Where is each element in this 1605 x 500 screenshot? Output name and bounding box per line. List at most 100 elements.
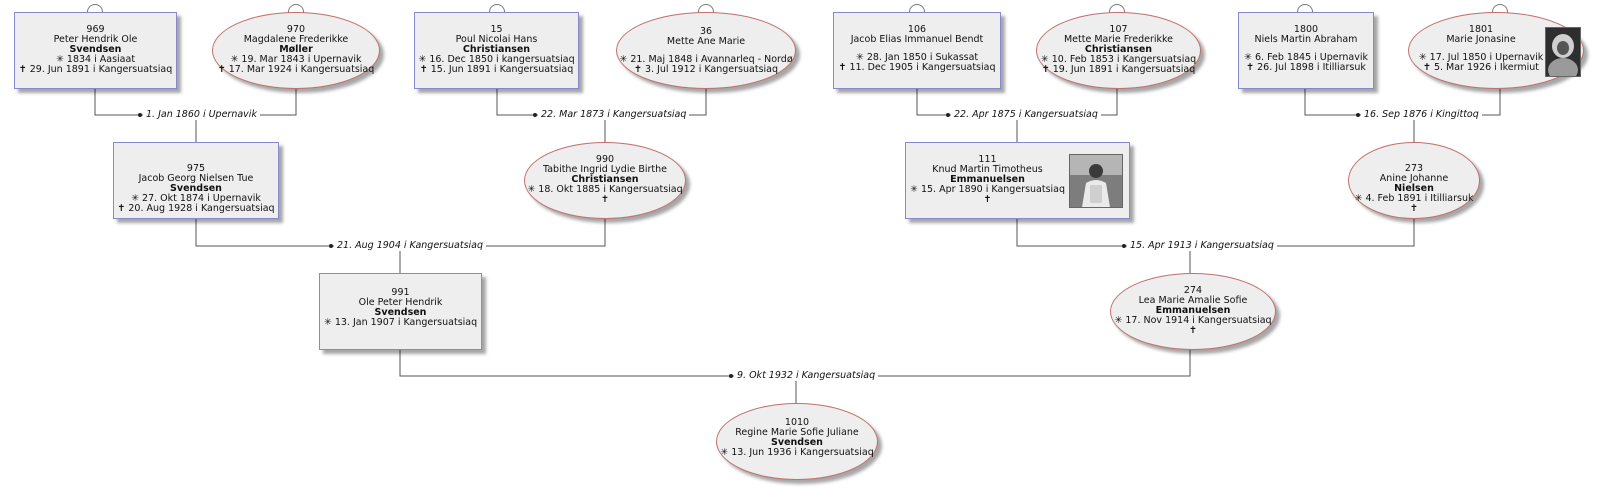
marriage-label-15-36: 22. Mar 1873 i Kangersuatsiaq (538, 109, 690, 120)
person-birth: ✳ 18. Okt 1885 i Kangersuatsiaq (527, 184, 683, 195)
person-surname: Nielsen (1394, 183, 1434, 194)
marriage-label-1800-1801: 16. Sep 1876 i Kingittoq (1361, 109, 1482, 120)
person-id: 106 (907, 24, 927, 35)
person-death: ✝ 3. Jul 1912 i Kangersuatsiaq (633, 64, 779, 75)
person-given-name: Regine Marie Sofie Juliane (735, 427, 859, 438)
marriage-label-111-273: 15. Apr 1913 i Kangersuatsiaq (1127, 240, 1277, 251)
person-id: 991 (391, 287, 410, 298)
person-birth: ✳ 17. Jul 1850 i Upernavik (1418, 52, 1544, 63)
person-oval-990[interactable]: 990 Tabithe Ingrid Lydie Birthe Christia… (524, 142, 686, 219)
person-death: ✝ 19. Jun 1891 i Kangersuatsiaq (1041, 64, 1196, 75)
marriage-label-969-970: 1. Jan 1860 i Upernavik (143, 109, 260, 120)
person-id: 990 (595, 154, 615, 165)
person-birth: ✳ 21. Maj 1848 i Avannarleq - Nordø (619, 54, 793, 65)
person-id: 107 (1109, 24, 1128, 35)
person-given-name: Knud Martin Timotheus (932, 164, 1043, 175)
person-oval-274[interactable]: 274 Lea Marie Amalie Sofie Emmanuelsen ✳… (1110, 273, 1276, 350)
person-death: ✝ 17. Mar 1924 i Kangersuatsiaq (217, 64, 375, 75)
person-birth: ✳ 17. Nov 1914 i Kangersuatsiaq (1114, 315, 1272, 326)
person-given-name: Jacob Georg Nielsen Tue (138, 173, 254, 184)
person-given-name: Magdalene Frederikke (243, 34, 349, 45)
person-box-975[interactable]: 975 Jacob Georg Nielsen Tue Svendsen ✳ 2… (113, 142, 279, 219)
person-surname: Møller (279, 44, 313, 55)
person-id: 970 (286, 24, 306, 35)
person-given-name: Anine Johanne (1379, 173, 1449, 184)
person-box-15[interactable]: 15 Poul Nicolai Hans Christiansen ✳ 16. … (414, 12, 579, 89)
marriage-label-106-107: 22. Apr 1875 i Kangersuatsiaq (951, 109, 1101, 120)
person-death: ✝ 15. Jun 1891 i Kangersuatsiaq (419, 64, 574, 75)
person-id: 1801 (1468, 24, 1494, 35)
person-oval-36[interactable]: 36 Mette Ane Marie ✳ 21. Maj 1848 i Avan… (616, 12, 796, 89)
person-id: 969 (86, 24, 105, 35)
person-death: ✝ 20. Aug 1928 i Kangersuatsiaq (117, 203, 275, 214)
person-id: 273 (1404, 163, 1424, 174)
person-birth: ✳ 13. Jun 1936 i Kangersuatsiaq (720, 447, 874, 458)
person-death: ✝ (983, 194, 992, 205)
person-photo-1801[interactable] (1545, 27, 1581, 77)
person-given-name: Poul Nicolai Hans (455, 34, 538, 45)
person-birth: ✳ 27. Okt 1874 i Upernavik (131, 193, 261, 204)
person-oval-970[interactable]: 970 Magdalene Frederikke Møller ✳ 19. Ma… (212, 12, 380, 89)
person-photo-111[interactable] (1069, 154, 1123, 208)
person-birth: ✳ 15. Apr 1890 i Kangersuatsiaq (909, 184, 1066, 195)
person-surname: Emmanuelsen (1155, 305, 1231, 316)
person-given-name: Marie Jonasine (1446, 34, 1516, 45)
person-surname: Svendsen (170, 183, 222, 194)
person-given-name: Ole Peter Hendrik (358, 297, 443, 308)
expand-tab-1800[interactable] (1297, 4, 1313, 13)
person-death: ✝ 11. Dec 1905 i Kangersuatsiaq (838, 62, 996, 73)
expand-tab-970[interactable] (288, 4, 304, 13)
person-surname: Emmanuelsen (950, 174, 1025, 185)
person-given-name: Mette Marie Frederikke (1063, 34, 1174, 45)
person-surname: Christiansen (462, 44, 531, 55)
person-death: ✝ (601, 194, 609, 205)
person-surname: Svendsen (771, 437, 823, 448)
expand-tab-107[interactable] (1109, 4, 1125, 13)
expand-tab-36[interactable] (698, 4, 714, 13)
marriage-label-991-274: 9. Okt 1932 i Kangersuatsiaq (734, 370, 879, 381)
person-birth: ✳ 10. Feb 1853 i Kangersuatsiaq (1040, 54, 1197, 65)
person-death: ✝ 26. Jul 1898 i Itilliarsuk (1246, 62, 1366, 73)
person-oval-273[interactable]: 273 Anine Johanne Nielsen ✳ 4. Feb 1891 … (1348, 142, 1480, 219)
person-given-name: Tabithe Ingrid Lydie Birthe (542, 164, 667, 175)
expand-tab-969[interactable] (87, 4, 103, 13)
person-surname: Christiansen (1084, 44, 1153, 55)
portrait-icon (1546, 28, 1580, 76)
person-death: ✝ (1189, 325, 1197, 336)
person-birth: ✳ 28. Jan 1850 i Sukassat (855, 52, 979, 63)
person-box-991[interactable]: 991 Ole Peter Hendrik Svendsen ✳ 13. Jan… (319, 273, 482, 350)
person-box-106[interactable]: 106 Jacob Elias Immanuel Bendt ✳ 28. Jan… (833, 12, 1001, 89)
person-surname: Svendsen (374, 307, 427, 318)
person-birth: ✳ 19. Mar 1843 i Upernavik (230, 54, 362, 65)
person-id: 111 (978, 154, 997, 165)
person-box-969[interactable]: 969 Peter Hendrik Ole Svendsen ✳ 1834 i … (14, 12, 177, 89)
person-given-name: Niels Martin Abraham (1254, 34, 1358, 45)
person-death: ✝ (1410, 203, 1418, 214)
person-birth: ✳ 16. Dec 1850 i kangersuatsiaq (418, 54, 575, 65)
person-oval-1010[interactable]: 1010 Regine Marie Sofie Juliane Svendsen… (716, 403, 878, 480)
expand-tab-15[interactable] (489, 4, 505, 13)
person-id: 1010 (784, 417, 810, 428)
person-birth: ✳ 1834 i Aasiaat (55, 54, 136, 65)
person-birth: ✳ 4. Feb 1891 i Itilliarsuk (1354, 193, 1474, 204)
person-id: 15 (490, 24, 503, 35)
person-id: 274 (1183, 285, 1203, 296)
expand-tab-1801[interactable] (1492, 4, 1508, 13)
person-given-name: Lea Marie Amalie Sofie (1138, 295, 1248, 306)
person-box-1800[interactable]: 1800 Niels Martin Abraham ✳ 6. Feb 1845 … (1238, 12, 1374, 89)
expand-tab-106[interactable] (909, 4, 925, 13)
portrait-icon (1070, 155, 1122, 207)
person-given-name: Mette Ane Marie (666, 36, 746, 47)
person-id: 1800 (1293, 24, 1319, 35)
marriage-label-975-990: 21. Aug 1904 i Kangersuatsiaq (334, 240, 487, 251)
person-death: ✝ 5. Mar 1926 i Ikermiut (1422, 62, 1540, 73)
person-surname: Christiansen (571, 174, 639, 185)
person-surname: Svendsen (69, 44, 122, 55)
person-birth: ✳ 13. Jan 1907 i Kangersuatsiaq (323, 317, 478, 328)
person-birth: ✳ 6. Feb 1845 i Upernavik (1244, 52, 1368, 63)
person-death: ✝ 29. Jun 1891 i Kangersuatsiaq (18, 64, 173, 75)
person-given-name: Peter Hendrik Ole (53, 34, 138, 45)
person-id: 975 (186, 163, 206, 174)
person-oval-107[interactable]: 107 Mette Marie Frederikke Christiansen … (1036, 12, 1201, 89)
person-given-name: Jacob Elias Immanuel Bendt (850, 34, 984, 45)
